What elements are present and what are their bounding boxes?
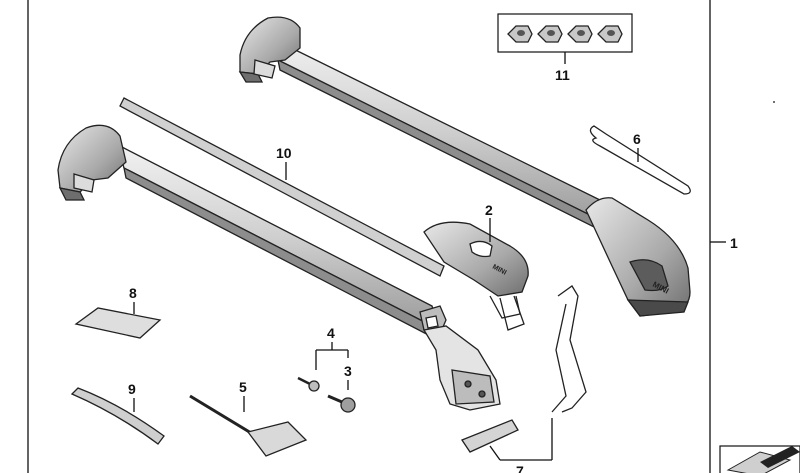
- screw-set: [297, 342, 356, 413]
- label-7: 7: [516, 463, 524, 473]
- nut-4: [597, 25, 623, 43]
- right-foot-large: MINI: [585, 197, 691, 317]
- t-handle-key: [189, 394, 308, 457]
- label-1: 1: [730, 235, 738, 251]
- adhesive-pad: [74, 302, 162, 339]
- label-2: 2: [485, 202, 493, 218]
- label-6: 6: [633, 131, 641, 147]
- label-9: 9: [128, 381, 136, 397]
- screw-4: [297, 376, 320, 392]
- label-11: 11: [555, 67, 570, 83]
- label-3: 3: [344, 363, 352, 379]
- lock-cylinder-3: [327, 394, 356, 413]
- orientation-icon-box: [719, 445, 800, 473]
- front-roof-bar: [57, 124, 447, 341]
- nut-3: [567, 25, 593, 43]
- label-5: 5: [239, 379, 247, 395]
- rubber-strip: [119, 97, 445, 277]
- label-8: 8: [129, 285, 137, 301]
- nuts-box: [497, 13, 633, 64]
- diagram-frame: [27, 0, 726, 473]
- nut-1: [507, 25, 533, 43]
- label-4: 4: [327, 325, 335, 341]
- label-10: 10: [276, 145, 292, 161]
- wire-hook: [589, 125, 691, 195]
- wire-clip-assembly: [461, 285, 587, 461]
- nut-2: [537, 25, 563, 43]
- rear-roof-bar: [238, 16, 614, 238]
- mounting-bracket: [422, 325, 501, 411]
- foot-cover: MINI: [423, 221, 529, 331]
- cleaning-strip: [70, 387, 165, 445]
- stray-mark: [773, 101, 775, 103]
